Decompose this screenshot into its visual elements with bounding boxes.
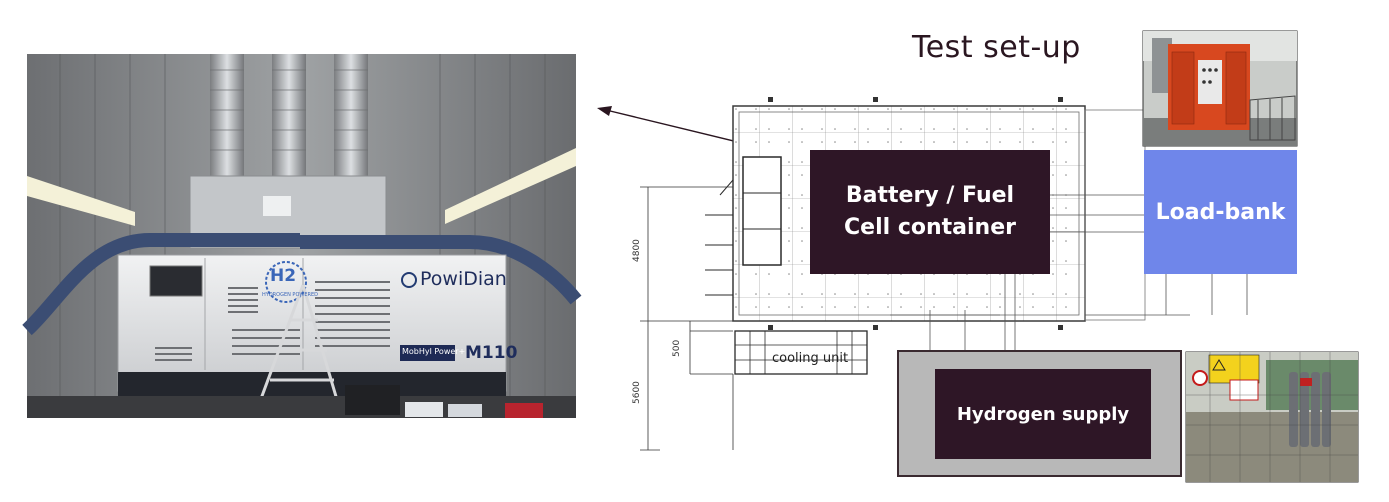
load-bank-box: Load-bank	[1144, 150, 1297, 274]
generator-model-label: M110	[465, 343, 518, 363]
dimension-500: 500	[672, 339, 682, 357]
h2-logo-mark: H2	[270, 266, 297, 286]
dimension-5600: 5600	[632, 381, 642, 404]
battery-fuel-cell-label: Battery / Fuel Cell container	[844, 183, 1016, 240]
hydrogen-supply-label: Hydrogen supply	[956, 403, 1130, 425]
dimension-4800: 4800	[632, 239, 642, 262]
hydrogen-supply-box: Hydrogen supply	[935, 369, 1151, 459]
generator-product-line-label: MobHyl Power+	[402, 347, 466, 356]
battery-fuel-cell-container-box: Battery / Fuel Cell container	[810, 150, 1050, 274]
h2-logo-ring-text: HYDROGEN POWERED	[262, 292, 318, 298]
cooling-unit-label: cooling unit	[772, 351, 849, 366]
generator-brand-label: PowiDian	[420, 268, 507, 290]
load-bank-label: Load-bank	[1155, 199, 1286, 225]
slide-title: Test set-up	[912, 30, 1081, 65]
